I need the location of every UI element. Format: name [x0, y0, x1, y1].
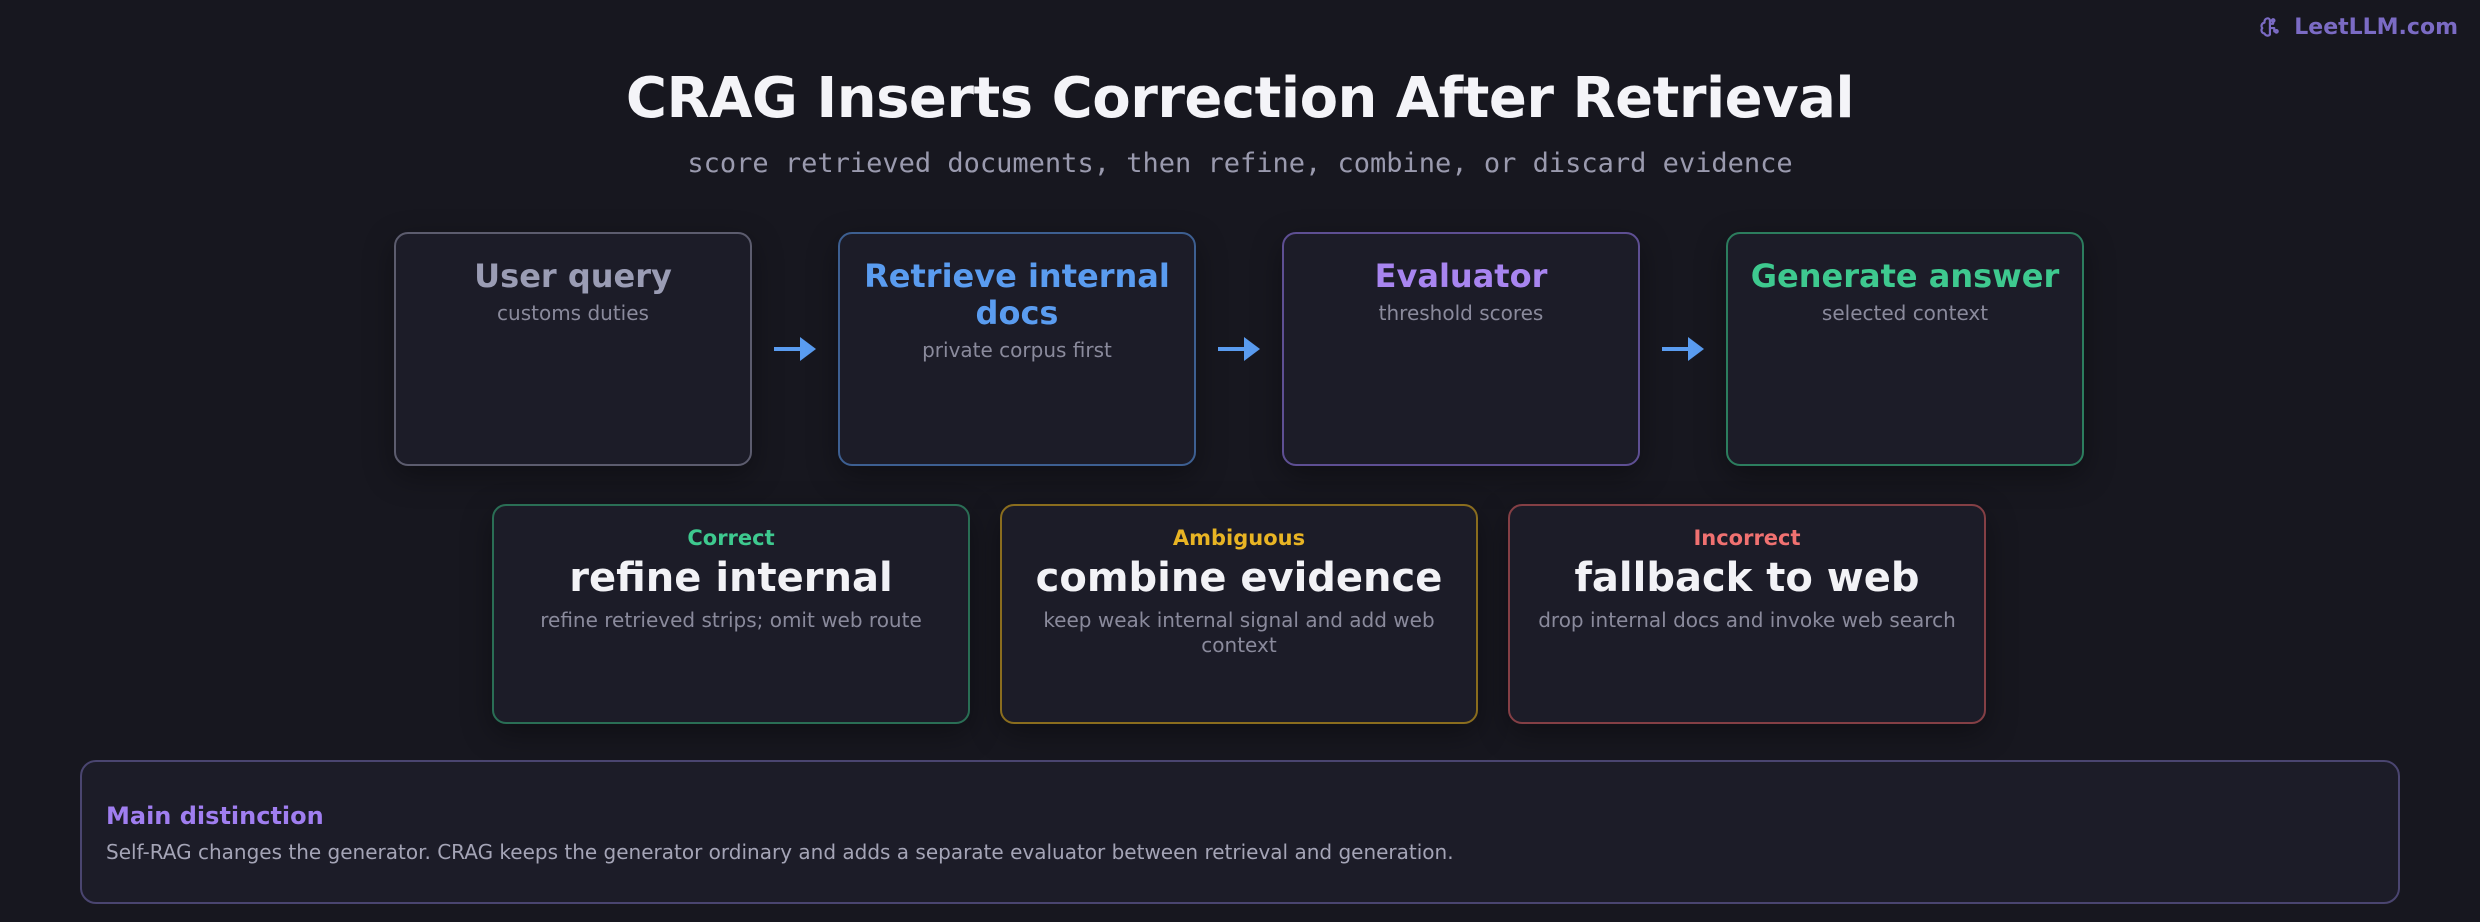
brand-name: LeetLLM.com	[2294, 14, 2458, 40]
stage-title: Retrieve internal docs	[864, 257, 1170, 332]
page-subtitle: score retrieved documents, then refine, …	[687, 148, 1793, 179]
page-title: CRAG Inserts Correction After Retrieval	[625, 66, 1855, 131]
stage-title: Generate answer	[1750, 257, 2060, 295]
stage-evaluator: Evaluator threshold scores	[1282, 232, 1640, 466]
branch-correct: Correct refine internal refine retrieved…	[492, 504, 970, 724]
summary-panel: Main distinction Self-RAG changes the ge…	[80, 760, 2400, 904]
stage-retrieve-internal-docs: Retrieve internal docs private corpus fi…	[838, 232, 1196, 466]
stage-note: selected context	[1821, 301, 1989, 325]
branch-note: keep weak internal signal and add web co…	[1043, 608, 1435, 657]
summary-text: Self-RAG changes the generator. CRAG kee…	[106, 840, 1454, 864]
stage-note: customs duties	[497, 301, 649, 325]
arrow-right-icon	[774, 337, 816, 361]
branch-title: fallback to web	[1574, 555, 1920, 601]
brain-icon	[2260, 17, 2280, 37]
brand[interactable]: LeetLLM.com	[2258, 14, 2458, 40]
stage-note: threshold scores	[1378, 301, 1544, 325]
stage-note: private corpus first	[922, 338, 1112, 362]
branch-label: Correct	[687, 526, 775, 550]
stage-title: User query	[474, 257, 672, 295]
branch-label: Incorrect	[1693, 526, 1801, 550]
stage-generate-answer: Generate answer selected context	[1726, 232, 2084, 466]
arrow-right-icon	[1662, 337, 1704, 361]
stage-title: Evaluator	[1374, 257, 1548, 295]
arrow-right-icon	[1218, 337, 1260, 361]
branch-incorrect: Incorrect fallback to web drop internal …	[1508, 504, 1986, 724]
branch-label: Ambiguous	[1172, 526, 1306, 550]
branch-note: refine retrieved strips; omit web route	[540, 608, 922, 632]
branch-title: combine evidence	[1035, 555, 1443, 601]
stage-user-query: User query customs duties	[394, 232, 752, 466]
branch-ambiguous: Ambiguous combine evidence keep weak int…	[1000, 504, 1478, 724]
summary-title: Main distinction	[106, 802, 324, 830]
branch-title: refine internal	[569, 555, 893, 601]
branch-note: drop internal docs and invoke web search	[1538, 608, 1956, 632]
